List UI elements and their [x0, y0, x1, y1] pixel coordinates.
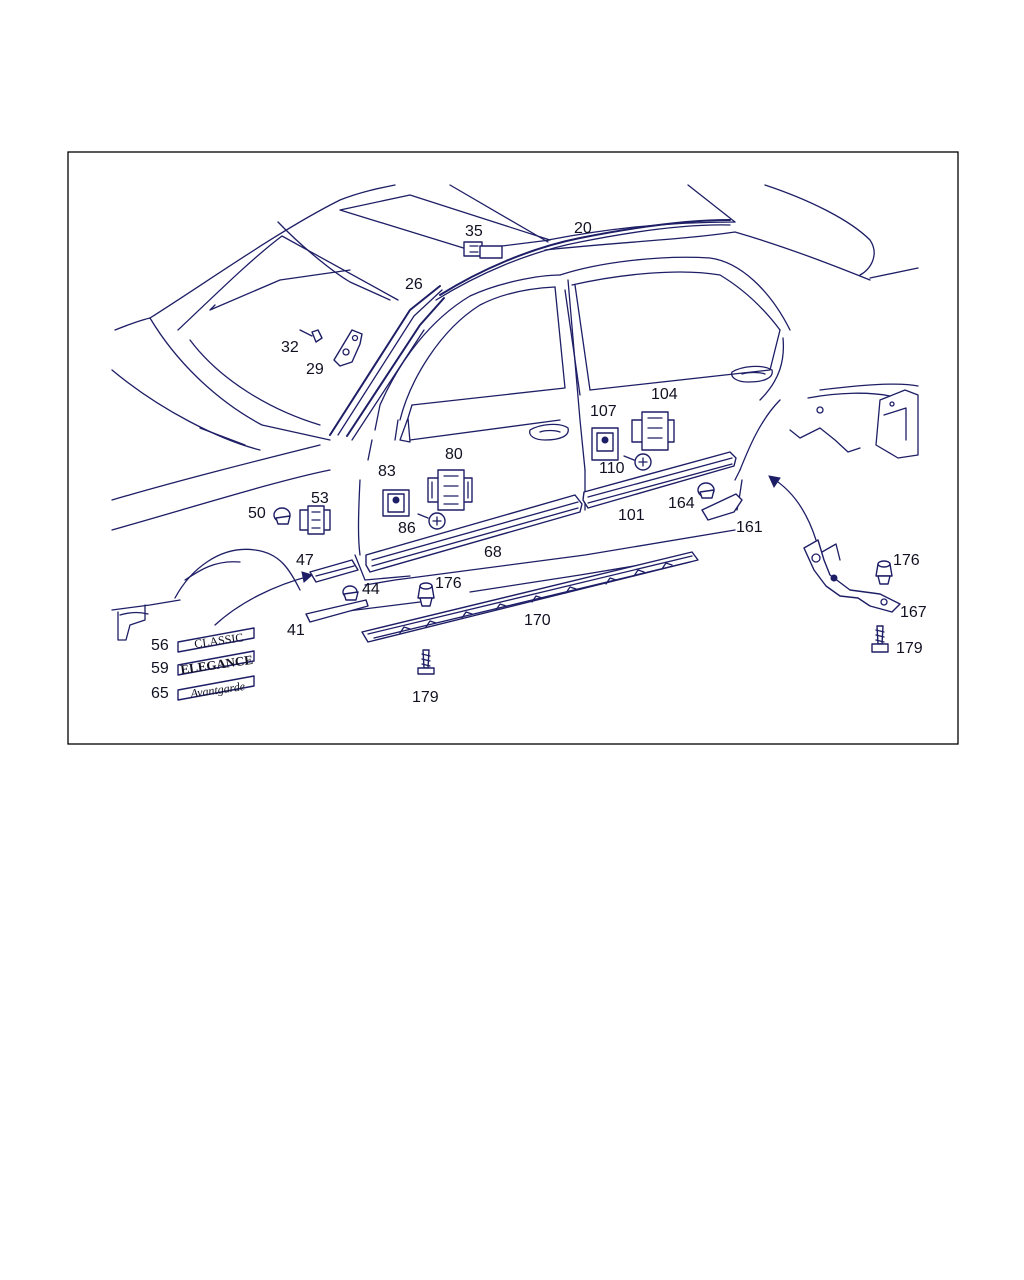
grommet-part-164 [697, 482, 715, 499]
callout-104: 104 [651, 386, 678, 403]
bracket-part-167 [803, 539, 901, 613]
callout-29: 29 [306, 361, 324, 378]
clip-part-83 [382, 489, 410, 517]
callout-176a: 176 [435, 575, 462, 592]
screw-part-32 [299, 329, 323, 343]
callout-83: 83 [378, 463, 396, 480]
callout-176b: 176 [893, 552, 920, 569]
arrow-to-bracket [768, 475, 817, 541]
grommet-part-44 [342, 585, 359, 601]
callout-41: 41 [287, 622, 305, 639]
sill-panel-part-170 [361, 551, 699, 643]
callout-44: 44 [362, 581, 380, 598]
callout-161: 161 [736, 519, 763, 536]
screw-part-110 [623, 453, 652, 471]
door-molding-part-101 [582, 451, 737, 509]
callout-26: 26 [405, 276, 423, 293]
roof-molding-part-20 [439, 219, 731, 296]
callout-179b: 179 [896, 640, 923, 657]
end-cap-part-161 [701, 493, 743, 521]
clip-part-107 [591, 427, 619, 461]
badge-elegance-text: ELEGANCE [180, 652, 254, 677]
callout-35: 35 [465, 223, 483, 240]
badge-classic-text: CLASSIC [193, 630, 244, 651]
door-molding-part-68 [365, 494, 583, 573]
callout-164: 164 [668, 495, 695, 512]
badge-avantgarde: Avantgarde [177, 675, 255, 701]
callout-86: 86 [398, 520, 416, 537]
screw-part-179b [871, 625, 889, 653]
screw-part-179a [417, 649, 435, 675]
callout-170: 170 [524, 612, 551, 629]
badge-avantgarde-text: Avantgarde [189, 679, 247, 701]
callout-167: 167 [900, 604, 927, 621]
clip-part-104 [631, 411, 675, 451]
clip-part-53 [299, 505, 331, 535]
car-body-outline [111, 184, 919, 641]
callout-53: 53 [311, 490, 329, 507]
callout-80: 80 [445, 446, 463, 463]
callout-50: 50 [248, 505, 266, 522]
callout-labels: 20 35 26 32 29 104 107 80 110 83 53 164 … [151, 220, 927, 706]
callout-56: 56 [151, 637, 169, 654]
callout-65: 65 [151, 685, 169, 702]
clip-part-35 [463, 241, 503, 259]
clip-part-176a [417, 582, 435, 607]
callout-32: 32 [281, 339, 299, 356]
bracket-part-29 [333, 329, 363, 367]
callout-179a: 179 [412, 689, 439, 706]
screw-part-86 [417, 512, 446, 530]
callout-107: 107 [590, 403, 617, 420]
clip-part-80 [427, 469, 473, 511]
arrow-to-badge [214, 571, 314, 626]
callout-110: 110 [599, 460, 625, 477]
pillar-trim-part-26 [329, 285, 445, 441]
callout-47: 47 [296, 552, 314, 569]
clip-part-176b [875, 560, 893, 585]
grommet-part-50 [273, 507, 291, 525]
badge-classic: CLASSIC [177, 627, 255, 653]
callout-101: 101 [618, 507, 645, 524]
callout-59: 59 [151, 660, 169, 677]
callout-20: 20 [574, 220, 592, 237]
strip-part-41 [305, 599, 369, 623]
diagram-border [67, 151, 959, 745]
callout-68: 68 [484, 544, 502, 561]
badge-elegance: ELEGANCE [177, 650, 255, 677]
